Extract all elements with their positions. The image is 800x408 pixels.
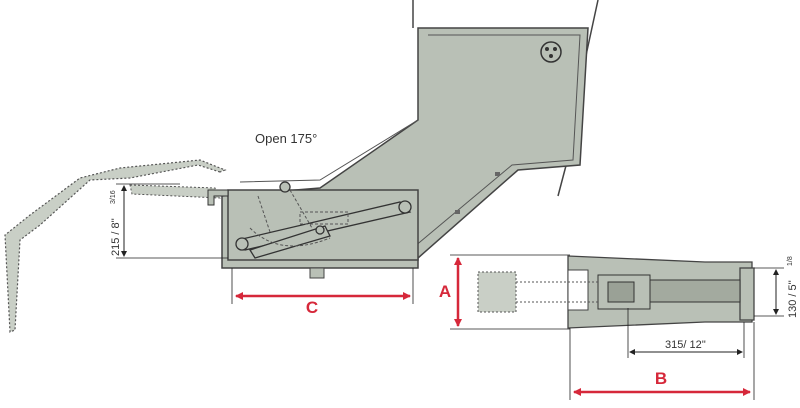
marker-a: A — [439, 282, 451, 301]
top-view-block — [607, 281, 635, 303]
side-view: 215 / 8'' 3/16 Open 175° C — [4, 0, 599, 333]
hinge-pivot — [398, 200, 412, 214]
open-angle-label: Open 175° — [255, 131, 317, 146]
hinge-pivot — [279, 181, 291, 193]
door-bracket — [207, 189, 229, 206]
open-door-link — [129, 184, 221, 199]
marker-b: B — [655, 369, 667, 388]
three-hole-socket-icon — [540, 41, 562, 63]
cabinet-upper-contour — [239, 119, 419, 183]
dim-130-label: 130 / 5'' — [787, 280, 799, 318]
top-view-open-door — [477, 271, 517, 313]
dim-215-label: 215 / 8'' — [110, 218, 122, 256]
dim-215-fraction: 3/16 — [110, 190, 117, 204]
open-door-outline — [4, 159, 227, 333]
hinge-pivot — [235, 237, 249, 251]
hinge-arm-lower — [249, 225, 331, 259]
top-view-end-cap — [739, 267, 755, 321]
frame-bolt — [495, 172, 500, 176]
top-view-cutout — [567, 269, 589, 311]
dim-315-label: 315/ 12'' — [665, 339, 706, 351]
top-view-open-link — [516, 281, 598, 303]
dashed-link — [257, 189, 313, 233]
housing-foot — [309, 267, 325, 279]
hinge-pivot — [315, 225, 325, 235]
top-view-cylinder — [649, 279, 741, 303]
frame-bolt — [455, 210, 460, 214]
cabinet-inner-contour — [407, 34, 581, 253]
top-view: A 130 / 5'' 1/8 315/ 12'' B — [439, 254, 799, 400]
marker-c: C — [306, 298, 318, 317]
dashed-arc — [249, 227, 331, 247]
dim-130-fraction: 1/8 — [787, 256, 794, 266]
